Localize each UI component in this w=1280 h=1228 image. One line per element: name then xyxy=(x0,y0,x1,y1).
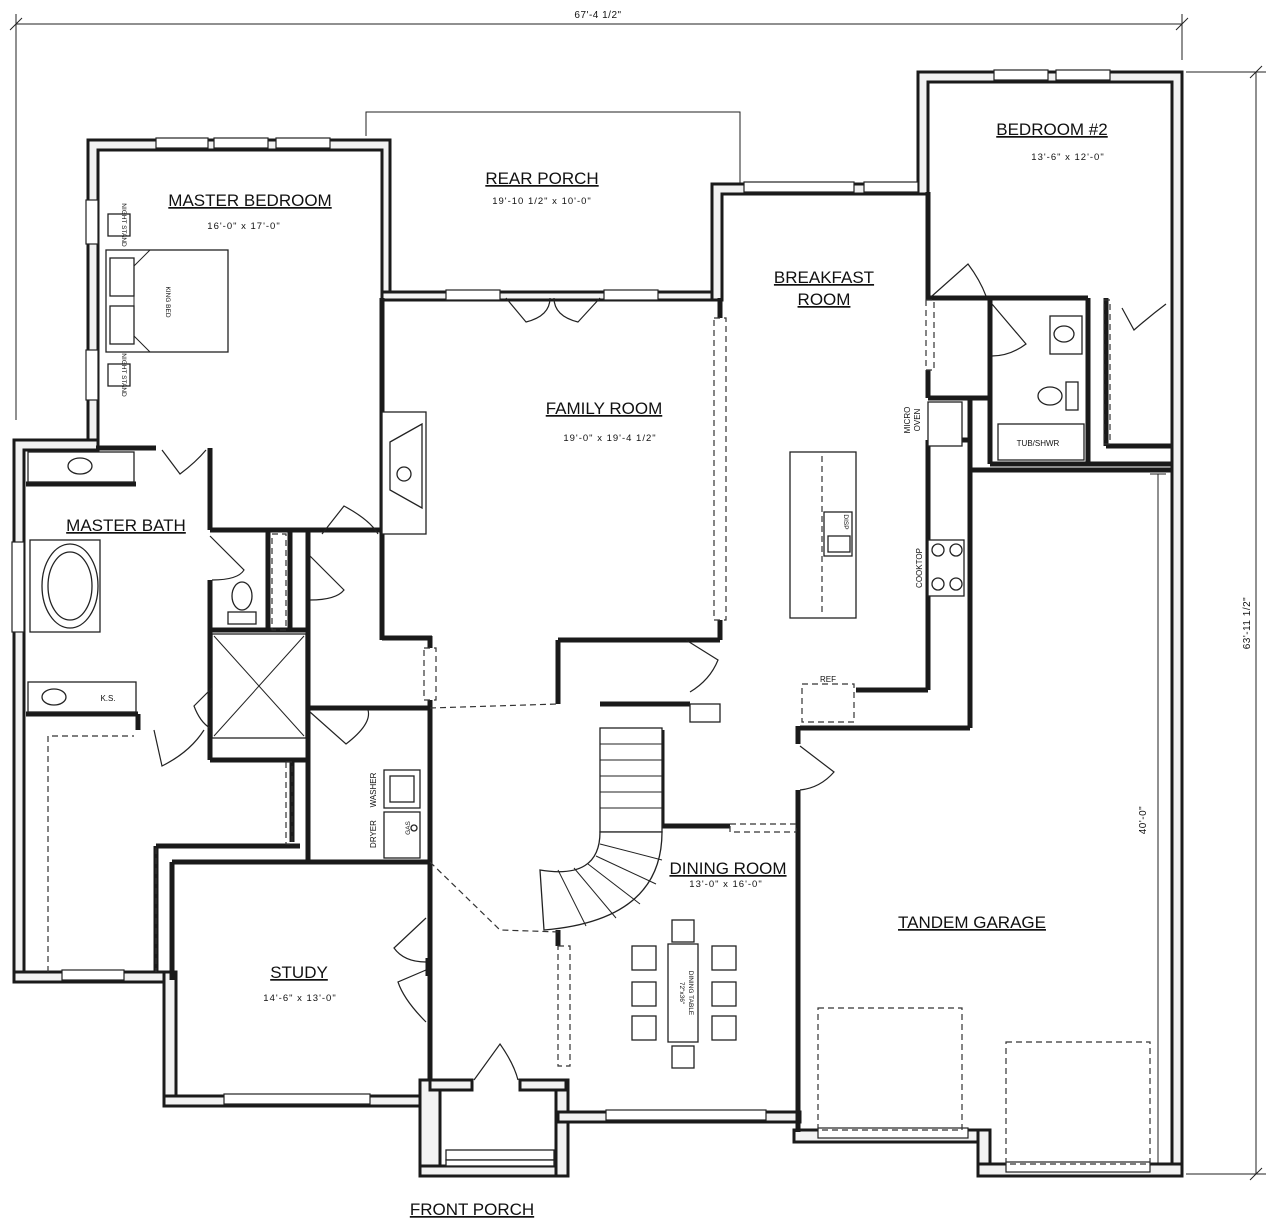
dining-room-label: DINING ROOM xyxy=(669,859,786,878)
gas-label: GAS xyxy=(405,820,412,834)
bedroom-2-label: BEDROOM #2 xyxy=(996,120,1107,139)
interior-walls xyxy=(26,192,1172,1132)
family-room-label: FAMILY ROOM xyxy=(546,399,663,418)
rear-porch-slab xyxy=(365,111,741,186)
overall-width-dimension: 67'-4 1/2" xyxy=(574,10,621,21)
garage-depth-dimension: 40'-0" xyxy=(1138,806,1149,834)
master-bath-label: MASTER BATH xyxy=(66,516,186,535)
micro-label: MICRO xyxy=(903,407,912,434)
laundry xyxy=(383,769,421,859)
night-stand-bottom-label: NIGHT STAND xyxy=(120,353,127,397)
bedroom-2-bath xyxy=(997,315,1085,461)
ks-label: K.S. xyxy=(100,694,115,703)
front-porch-steps xyxy=(445,1149,555,1167)
night-stand-top-label: NIGHT STAND xyxy=(120,203,127,247)
dashed-openings xyxy=(47,299,1151,1165)
micro-oven xyxy=(927,401,963,447)
exterior-walls xyxy=(12,70,1184,1178)
cooktop xyxy=(927,539,965,597)
night-stand-top xyxy=(107,213,131,237)
night-stand-bottom xyxy=(107,363,131,387)
tandem-garage-label: TANDEM GARAGE xyxy=(898,913,1046,932)
oven-label: OVEN xyxy=(913,408,922,431)
tub-shower-label: TUB/SHWR xyxy=(1017,439,1060,448)
study-size: 14'-6" x 13'-0" xyxy=(263,993,336,1004)
bedroom-2-size: 13'-6" x 12'-0" xyxy=(1031,152,1104,163)
dining-table xyxy=(631,919,737,1069)
washer-label: WASHER xyxy=(369,772,378,807)
dining-table-size: 72"x36" xyxy=(678,982,685,1005)
rear-porch-size: 19'-10 1/2" x 10'-0" xyxy=(492,196,592,207)
breakfast-room-label-2: ROOM xyxy=(798,290,851,309)
disp-label: DISP xyxy=(842,514,849,529)
doors xyxy=(153,263,1167,1081)
breakfast-room-label-1: BREAKFAST xyxy=(774,268,874,287)
master-bath-fixtures xyxy=(27,451,257,713)
cooktop-label: COOKTOP xyxy=(915,548,924,588)
dryer-label: DRYER xyxy=(369,820,378,848)
windows xyxy=(11,69,1151,1173)
master-bedroom-size: 16'-0" x 17'-0" xyxy=(207,221,280,232)
kitchen-island xyxy=(789,451,857,619)
master-bedroom-label: MASTER BEDROOM xyxy=(168,191,331,210)
family-room-size: 19'-0" x 19'-4 1/2" xyxy=(563,433,656,444)
refrigerator xyxy=(801,683,855,723)
stairs xyxy=(539,727,663,931)
king-bed xyxy=(105,249,229,353)
dining-room-size: 13'-0" x 16'-0" xyxy=(689,879,762,890)
study-label: STUDY xyxy=(270,963,328,982)
ref-label: REF xyxy=(820,675,836,684)
overall-depth-dimension: 63'-11 1/2" xyxy=(1242,597,1253,649)
dining-table-label: DINING TABLE xyxy=(687,971,694,1016)
king-bed-label: KING BED xyxy=(164,286,171,317)
rear-porch-label: REAR PORCH xyxy=(485,169,598,188)
front-porch-label: FRONT PORCH xyxy=(410,1200,534,1219)
